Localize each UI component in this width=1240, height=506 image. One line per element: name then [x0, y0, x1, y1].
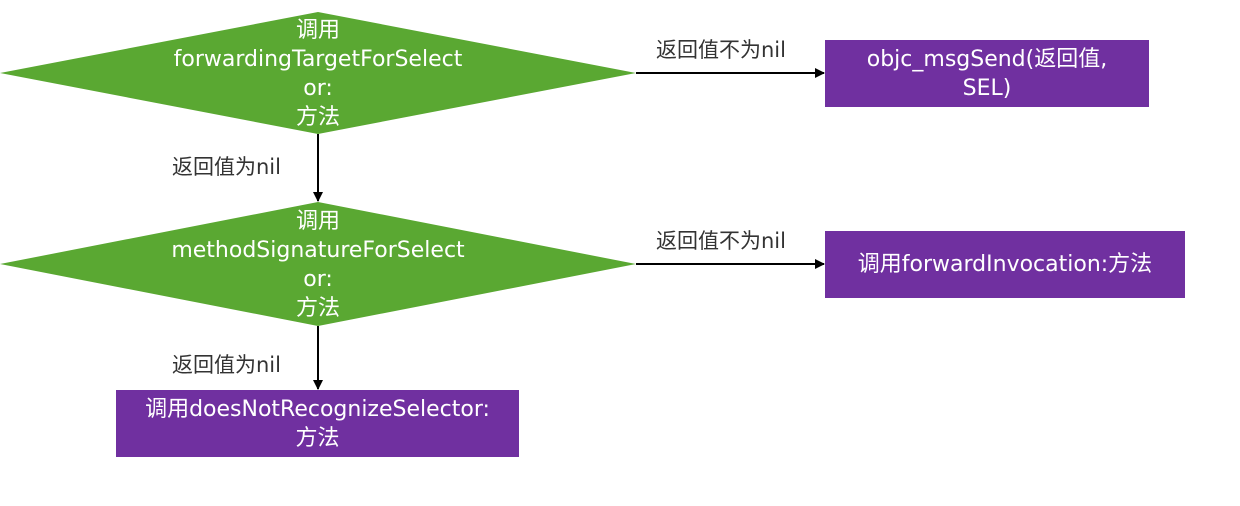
does-not-recognize-selector-box: 调用doesNotRecognizeSelector: 方法: [116, 390, 519, 457]
objc-msgsend-box: objc_msgSend(返回值, SEL): [825, 40, 1149, 107]
objc-msgsend-line: objc_msgSend(返回值,: [866, 46, 1108, 72]
forward-invocation-box: 调用forwardInvocation:方法: [825, 231, 1185, 298]
decision-2-line: 方法: [295, 296, 340, 321]
decision-1-line: 调用: [295, 18, 340, 43]
edge-label-d2-nil: 返回值为nil: [172, 353, 281, 377]
decision-diamond-1: [0, 12, 636, 134]
does-not-recognize-line: 调用doesNotRecognizeSelector:: [145, 396, 490, 422]
decision-2-line: methodSignatureForSelect: [171, 238, 465, 263]
objc-msgsend-line: SEL): [962, 75, 1012, 101]
decision-1-line: forwardingTargetForSelect: [173, 47, 463, 72]
edge-label-d1-not-nil: 返回值不为nil: [656, 38, 786, 62]
decision-2-line: or:: [303, 267, 333, 292]
decision-1-line: or:: [303, 76, 333, 101]
decision-1-line: 方法: [295, 105, 340, 130]
decision-2-line: 调用: [295, 209, 340, 234]
forward-invocation-line: 调用forwardInvocation:方法: [857, 252, 1153, 277]
edge-label-d2-not-nil: 返回值不为nil: [656, 229, 786, 253]
decision-diamond-2: [0, 202, 636, 326]
edge-label-d1-nil: 返回值为nil: [172, 155, 281, 179]
does-not-recognize-line: 方法: [295, 425, 340, 451]
decision-2-text: 调用 methodSignatureForSelect or: 方法: [140, 207, 496, 323]
decision-1-text: 调用 forwardingTargetForSelect or: 方法: [140, 16, 496, 132]
